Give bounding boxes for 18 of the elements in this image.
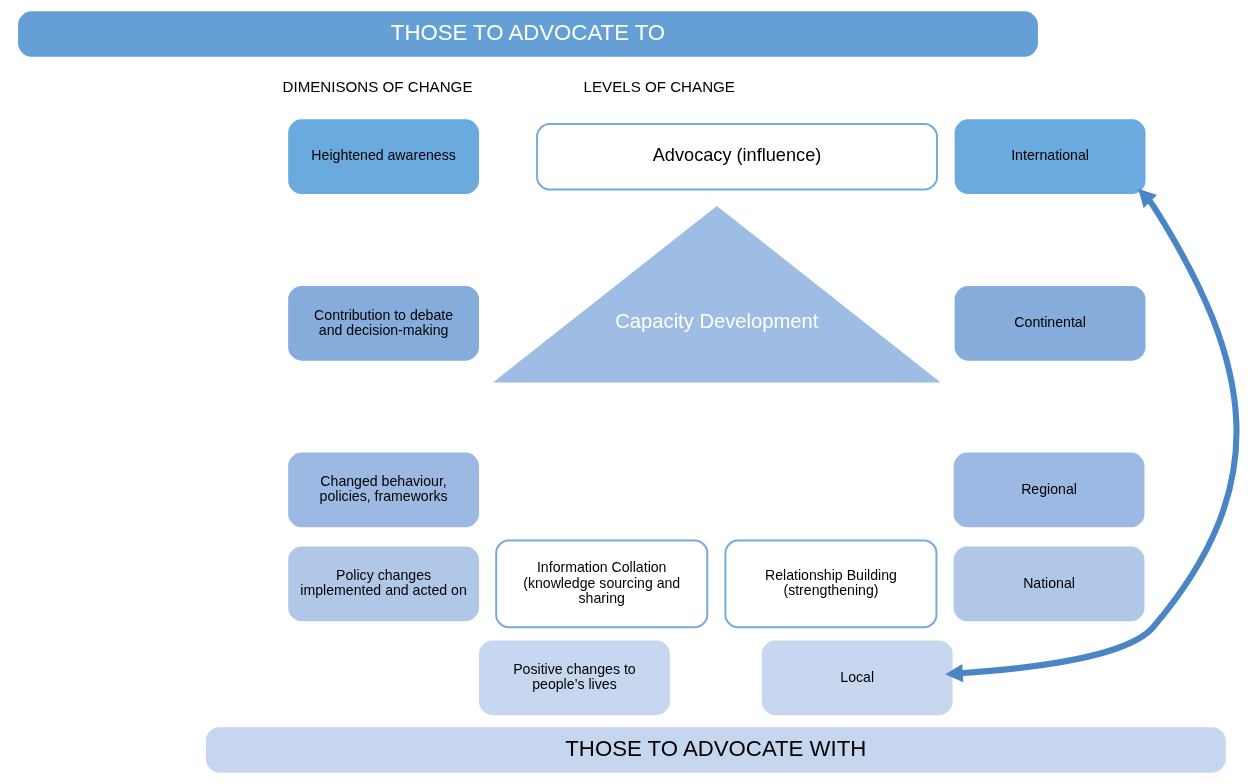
node-box: Regional	[953, 452, 1144, 528]
node-box: Advocacy (influence)	[535, 122, 938, 191]
label: DIMENISONS OF CHANGE	[282, 77, 472, 95]
node-box: THOSE TO ADVOCATE TO	[17, 11, 1038, 57]
label: LEVELS OF CHANGE	[583, 77, 735, 95]
node-box: Changed behaviour, policies, frameworks	[287, 452, 479, 528]
node-box: Policy changes implemented and acted on	[287, 546, 479, 622]
node-box: Information Collation (knowledge sourcing and sharing	[494, 539, 708, 629]
arrow	[944, 188, 1239, 683]
node-box: Positive changes to people’s lives	[478, 640, 670, 716]
node-box: Contribution to debate and decision-making	[287, 285, 479, 361]
node-box: Heightened awareness	[287, 119, 479, 195]
node-box: Local	[761, 640, 953, 716]
node-box: THOSE TO ADVOCATE WITH	[205, 727, 1226, 773]
node-box: International	[954, 119, 1145, 195]
node-box: Continental	[954, 285, 1145, 361]
node-box: Relationship Building (strengthening)	[723, 539, 937, 629]
node-box: National	[953, 546, 1144, 622]
